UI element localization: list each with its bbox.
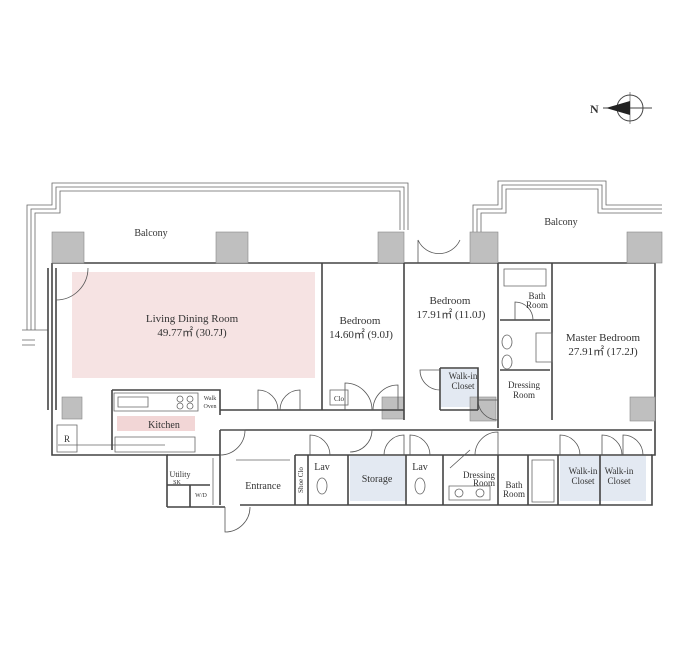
clo-label: Clo xyxy=(334,395,345,403)
column xyxy=(215,231,249,264)
balcony-left-label: Balcony xyxy=(134,228,167,239)
living-dining-room-label: Living Dining Room xyxy=(146,313,239,325)
bath-top-label: Bath xyxy=(529,291,546,301)
compass: N xyxy=(590,92,652,124)
storage-fill xyxy=(350,456,405,501)
walkin-1-label-2: Closet xyxy=(571,476,595,486)
columns xyxy=(51,231,663,422)
wd-label: W/D xyxy=(195,493,207,499)
walkin-1-label: Walk-in xyxy=(569,466,598,476)
bedroom1-label: Bedroom xyxy=(340,315,381,327)
dressing-bottom-label-2: Room xyxy=(473,478,495,488)
utility-label: Utility xyxy=(170,470,191,479)
column xyxy=(469,396,497,422)
dressing-top-label: Dressing xyxy=(508,380,540,390)
column xyxy=(377,231,405,264)
dressing-top-label-2: Room xyxy=(513,390,535,400)
dressing-bottom-label: Dressing xyxy=(463,470,495,480)
walkin-2-label: Walk-in xyxy=(605,466,634,476)
column xyxy=(629,396,656,422)
bedroom2-area: 17.91㎡ (11.0J) xyxy=(417,308,486,321)
bath-top-label-2: Room xyxy=(526,300,548,310)
sk-label: SK xyxy=(173,480,181,486)
bath-bottom-label: Bath xyxy=(506,480,523,490)
column xyxy=(51,231,85,264)
walkin-center-label: Walk-in xyxy=(449,371,478,381)
balcony-right-rail xyxy=(472,180,662,232)
compass-letter: N xyxy=(590,102,599,116)
walkin-2-label-2: Closet xyxy=(607,476,631,486)
room-labels: Balcony Balcony Living Dining Room 49.77… xyxy=(64,217,641,499)
interior-walls xyxy=(56,263,652,507)
walk-oven-label-2: Oven xyxy=(204,404,217,410)
column xyxy=(626,231,663,264)
walkin-1-fill xyxy=(560,456,600,501)
kitchen-label: Kitchen xyxy=(148,420,180,431)
walk-oven-label: Walk xyxy=(204,396,217,402)
bath-bottom-label-2: Room xyxy=(503,489,525,499)
walkin-2-fill xyxy=(600,456,646,501)
walkin-center-label-2: Closet xyxy=(451,381,475,391)
column xyxy=(469,231,499,264)
balcony-left-rail xyxy=(22,182,409,346)
kitchen-fill xyxy=(117,416,195,431)
compass-needle-icon xyxy=(606,101,630,115)
bedroom2-label: Bedroom xyxy=(430,295,471,307)
column xyxy=(61,396,83,420)
living-fill xyxy=(72,272,315,378)
bedroom1-area: 14.60㎡ (9.0J) xyxy=(329,328,393,341)
doors xyxy=(55,239,644,533)
balcony-right-label: Balcony xyxy=(544,217,577,228)
storage-label: Storage xyxy=(362,474,393,485)
refrigerator-label: R xyxy=(64,434,70,444)
column xyxy=(381,396,405,420)
master-bedroom-label: Master Bedroom xyxy=(566,332,641,344)
entrance-label: Entrance xyxy=(245,481,281,492)
lav-right-label: Lav xyxy=(412,462,428,473)
shoe-clo-label: Shoe Clo xyxy=(297,467,305,493)
living-dining-room-area: 49.77㎡ (30.7J) xyxy=(157,326,227,339)
master-bedroom-area: 27.91㎡ (17.2J) xyxy=(568,345,638,358)
lav-left-label: Lav xyxy=(314,462,330,473)
